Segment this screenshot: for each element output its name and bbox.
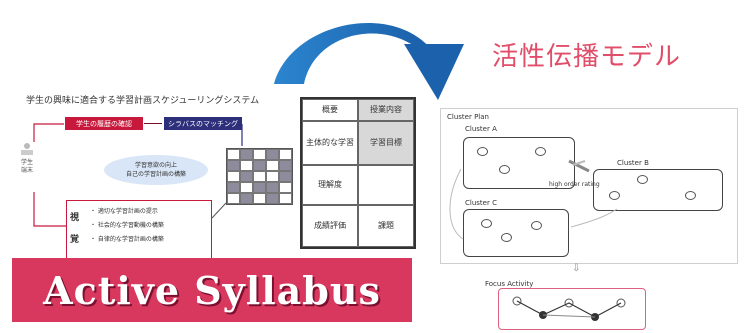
node <box>501 233 512 242</box>
node <box>481 219 492 228</box>
focus-activity-box <box>498 288 646 330</box>
feedback-item: ・ 自律的な学習計画の構築 <box>90 236 164 243</box>
link-icon <box>568 159 590 173</box>
syllabus-cell <box>358 165 414 205</box>
node <box>637 175 648 184</box>
curved-arrow-icon <box>274 22 464 100</box>
cluster-edges <box>449 168 618 240</box>
cluster-a-label: Cluster A <box>465 125 497 133</box>
history-check-box: 学生の履歴の確認 <box>65 117 143 130</box>
system-title: 学生の興味に適合する学習計画スケジューリングシステム <box>26 96 260 106</box>
student-terminal: 学生 端末 <box>14 142 40 180</box>
diagram-title: Cluster Plan <box>447 113 489 121</box>
active-syllabus-banner: Active Syllabus <box>12 258 412 322</box>
syllabus-header: 概要 <box>302 99 358 121</box>
feedback-side-2: 覚 <box>70 235 80 245</box>
cluster-b-label: Cluster B <box>617 159 649 167</box>
node <box>609 191 620 200</box>
schedule-grid <box>226 148 293 205</box>
syllabus-cell: 成績評価 <box>302 205 358 247</box>
syllabus-cell: 授業内容 <box>358 99 414 121</box>
oval-line-2: 自己の学習計画の構築 <box>125 171 186 178</box>
node <box>499 165 510 174</box>
syllabus-cell: 課題 <box>358 205 414 247</box>
down-arrow-icon: ⇩ <box>572 263 581 274</box>
node <box>535 147 546 156</box>
oval-line-1: 学習意欲の向上 <box>134 162 177 169</box>
feedback-item: ・ 社会的な学習動機の構築 <box>90 222 164 229</box>
node <box>477 147 488 156</box>
cluster-b <box>593 169 723 211</box>
cluster-c <box>463 209 569 257</box>
syllabus-matching-box: シラバスのマッチング <box>164 117 242 130</box>
node <box>531 221 542 230</box>
syllabus-cell: 主体的な学習 <box>302 121 358 165</box>
feedback-list: ・ 適切な学習計画の提示 ・ 社会的な学習動機の構築 ・ 自律的な学習計画の構築 <box>90 205 164 247</box>
syllabus-cell: 学習目標 <box>358 121 414 165</box>
syllabus-table: 概要 授業内容 主体的な学習 学習目標 理解度 成績評価 課題 <box>300 97 416 249</box>
link-label: high order rating <box>549 181 600 188</box>
person-label-2: 端末 <box>20 167 33 174</box>
loop-connector <box>33 123 243 227</box>
cluster-diagram: Cluster Plan Cluster A high order rating… <box>440 108 738 264</box>
node <box>685 191 696 200</box>
focus-graph <box>512 296 626 321</box>
feedback-item: ・ 適切な学習計画の提示 <box>90 208 158 215</box>
cluster-c-label: Cluster C <box>465 199 497 207</box>
focus-label: Focus Activity <box>485 280 534 288</box>
box-connector <box>144 123 162 124</box>
person-label-1: 学生 <box>20 159 33 166</box>
feedback-box <box>66 200 212 260</box>
feedback-side-1: 視 <box>70 213 80 223</box>
feedback-side-label: 視 覚 <box>70 207 82 251</box>
student-terminal-icon <box>21 143 33 155</box>
model-title: 活性伝播モデル <box>492 42 682 72</box>
syllabus-cell: 理解度 <box>302 165 358 205</box>
banner-text: Active Syllabus <box>43 267 381 313</box>
motivation-oval: 学習意欲の向上 自己の学習計画の構築 <box>104 155 208 185</box>
